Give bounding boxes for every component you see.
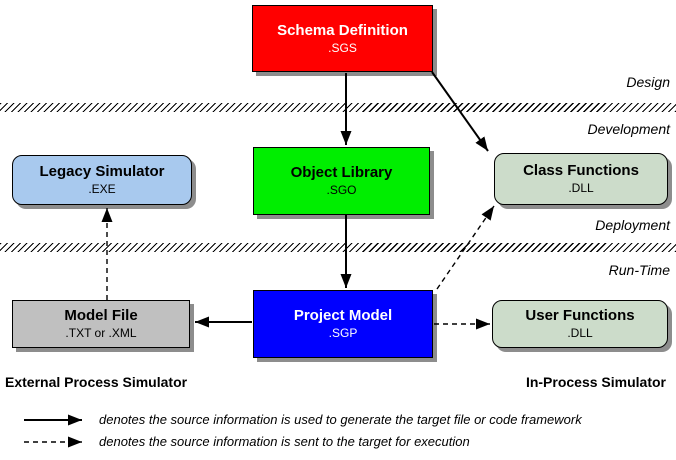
node-title: Object Library <box>290 164 393 181</box>
legend-dashed-text: denotes the source information is sent t… <box>99 434 470 449</box>
caption-in-process-simulator: In-Process Simulator <box>525 374 666 390</box>
node-title: Schema Definition <box>277 21 408 39</box>
legend-row-solid: denotes the source information is used t… <box>22 412 582 427</box>
node-project-model: Project Model .SGP <box>253 290 433 358</box>
node-file-extension: .DLL <box>567 326 593 340</box>
node-file-extension: .SGP <box>328 326 358 340</box>
node-file-extension: .TXT or .XML <box>65 326 137 340</box>
node-schema-definition: Schema Definition .SGS <box>252 5 433 72</box>
node-file-extension: .SGO <box>326 183 357 197</box>
node-file-extension: .EXE <box>88 182 116 196</box>
node-legacy-simulator: Legacy Simulator .EXE <box>12 155 192 205</box>
node-class-functions: Class Functions .DLL <box>494 153 668 205</box>
phase-label-development: Development <box>587 121 671 137</box>
node-title: User Functions <box>525 307 635 324</box>
dashed-arrow-icon <box>24 436 82 447</box>
legend-solid-text: denotes the source information is used t… <box>99 412 582 427</box>
phase-divider-design-development <box>0 103 676 112</box>
node-title: Project Model <box>293 307 393 324</box>
node-user-functions: User Functions .DLL <box>492 300 668 348</box>
phase-divider-deployment-runtime <box>0 243 676 252</box>
solid-arrow-icon <box>24 414 82 425</box>
phase-label-deployment: Deployment <box>595 217 670 233</box>
node-file-extension: .DLL <box>568 181 594 195</box>
node-title: Class Functions <box>523 162 639 179</box>
caption-external-process-simulator: External Process Simulator <box>5 374 188 390</box>
legend-row-dashed: denotes the source information is sent t… <box>22 434 470 449</box>
node-title: Model File <box>64 307 138 324</box>
node-title: Legacy Simulator <box>39 163 165 180</box>
node-file-extension: .SGS <box>328 40 357 55</box>
node-model-file: Model File .TXT or .XML <box>12 300 190 348</box>
phase-label-runtime: Run-Time <box>608 262 670 278</box>
node-object-library: Object Library .SGO <box>253 147 430 215</box>
phase-label-design: Design <box>626 74 670 90</box>
